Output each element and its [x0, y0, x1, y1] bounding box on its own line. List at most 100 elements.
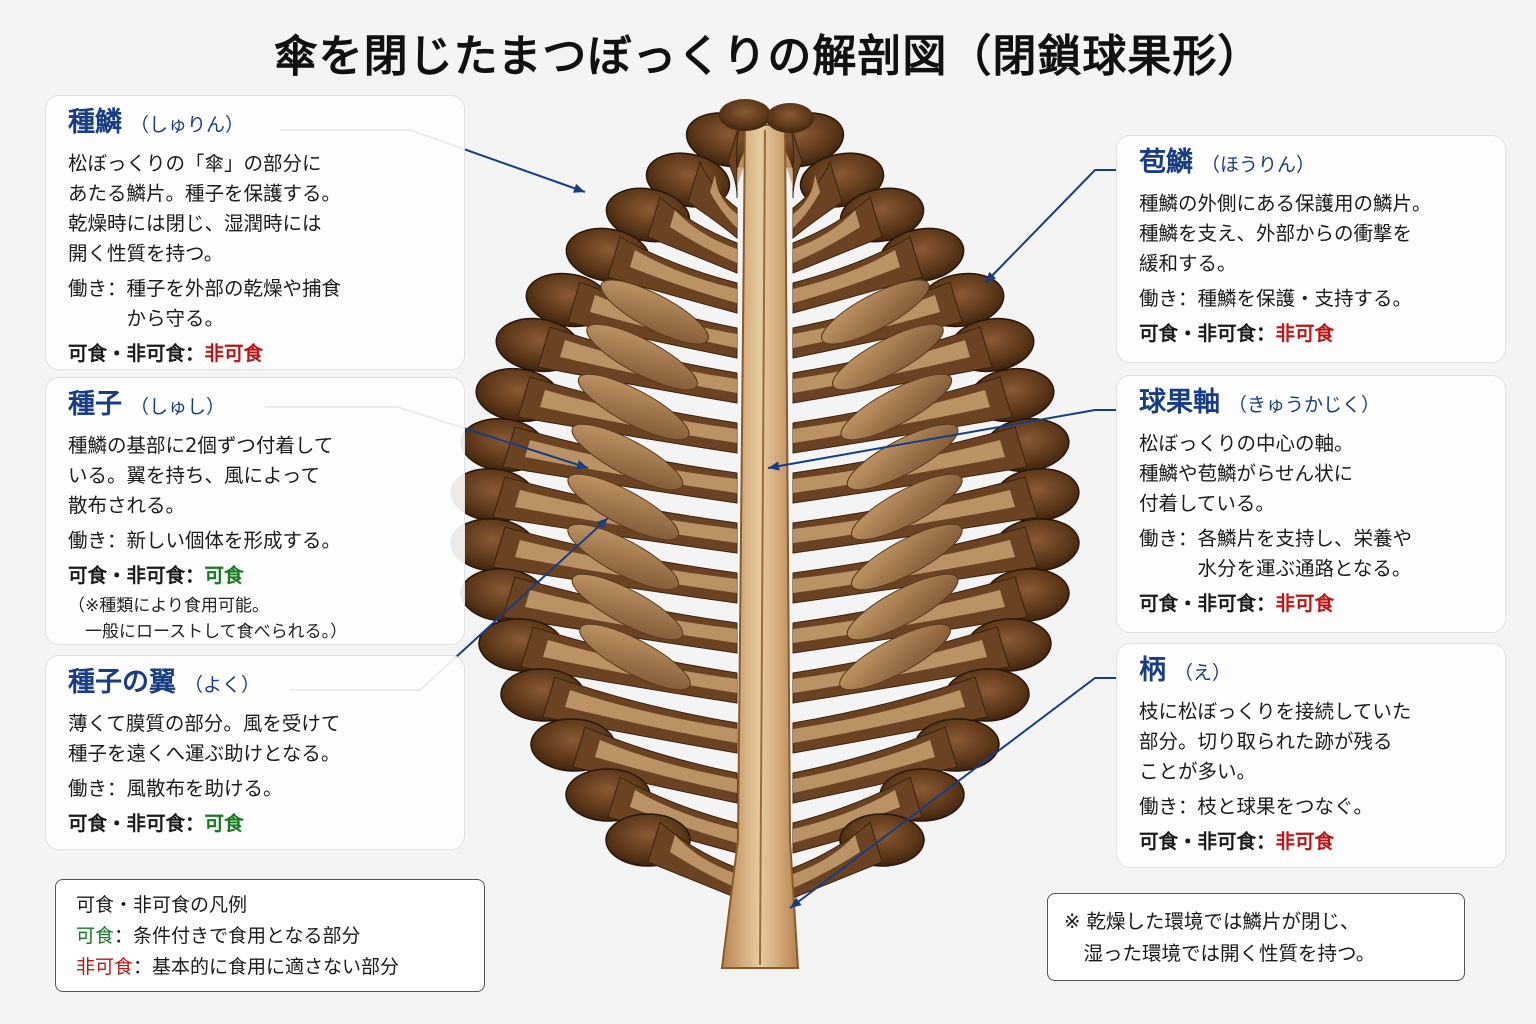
edibility-value: 非可食 [1275, 322, 1335, 345]
scale-inner-layer [710, 175, 737, 228]
bract-scale-heading: 苞鱗 （ほうりん） [1139, 146, 1487, 183]
legend-edible-term: 可食 [76, 925, 115, 947]
cone-axis-heading: 球果軸 （きゅうかじく） [1139, 386, 1487, 423]
seed-scale-description: 松ぼっくりの「傘」の部分に あたる鱗片。種子を保護する。 乾燥時には閉じ、湿潤時… [68, 152, 342, 265]
edibility-label: 可食・非可食： [1139, 322, 1276, 345]
cone-axis-name: 球果軸 [1139, 387, 1220, 418]
edibility-value: 非可食 [204, 342, 264, 365]
seed-wing-heading: 種子の翼（よく） [68, 666, 446, 703]
seed-wing-edibility: 可食・非可食：可食 [68, 809, 446, 839]
edibility-label: 可食・非可食： [1139, 830, 1276, 853]
cone-axis-reading: （きゅうかじく） [1228, 394, 1381, 416]
footnote: ※ 乾燥した環境では鱗片が閉じ、 湿った環境では開く性質を持つ。 [1047, 893, 1465, 981]
seed-description: 種鱗の基部に2個ずつ付着して いる。翼を持ち、風によって 散布される。 [68, 434, 334, 517]
function-text: 種鱗を保護・支持する。 [1197, 287, 1413, 310]
edibility-value: 非可食 [1275, 592, 1335, 615]
edibility-label: 可食・非可食： [68, 564, 205, 587]
seed-wing-description: 薄くて膜質の部分。風を受けて 種子を遠くへ運ぶ助けとなる。 [68, 712, 341, 765]
seed-shape [579, 623, 691, 691]
scale-body [792, 160, 843, 240]
leader-arrowhead [573, 183, 585, 193]
leader-arrowhead [790, 897, 802, 908]
edibility-label: 可食・非可食： [68, 342, 205, 365]
legend-inedible-desc: ：基本的に食用に適さない部分 [133, 956, 400, 978]
edibility-value: 非可食 [1275, 830, 1335, 853]
seed-scale-name: 種鱗 [68, 107, 122, 138]
leader-arrowhead [985, 271, 997, 283]
seed-wing-function: 働き：風散布を助ける。 [68, 774, 446, 804]
cone-axis-function: 働き：各鱗片を支持し、栄養や 水分を運ぶ通路となる。 [1139, 524, 1487, 584]
seed-function: 働き：新しい個体を形成する。 [68, 526, 446, 556]
scale-inner-layer [793, 835, 860, 888]
scale-inner-layer [793, 210, 860, 263]
seed-shape [846, 573, 959, 641]
leader-arrowhead [576, 460, 588, 470]
seed-note: （※種類により食用可能。 一般にローストして食べられる。） [68, 596, 348, 642]
scale-inner-layer [565, 690, 737, 743]
top-knob [766, 103, 814, 133]
seed-scale-function: 働き：種子を外部の乾燥や捕食 から守る。 [68, 274, 446, 334]
scale-inner-layer [595, 740, 737, 793]
legend-title: 可食・非可食の凡例 [76, 894, 248, 916]
function-label: 働き： [68, 277, 127, 300]
function-label: 働き： [1139, 795, 1198, 818]
stalk-name: 柄 [1139, 655, 1166, 686]
function-text: 各鱗片を支持し、栄養や 水分を運ぶ通路となる。 [1197, 527, 1413, 580]
seed-shape [577, 373, 690, 441]
seed-scale-edibility: 可食・非可食：非可食 [68, 339, 446, 369]
legend-inedible-row: 非可食：基本的に食用に適さない部分 [76, 952, 464, 983]
scale-body [687, 160, 738, 240]
edibility-legend: 可食・非可食の凡例 可食：条件付きで食用となる部分 非可食：基本的に食用に適さな… [55, 879, 485, 992]
cone-axis-edibility: 可食・非可食：非可食 [1139, 589, 1487, 619]
seed-heading: 種子 （しゅし） [68, 388, 446, 425]
seed-shape [821, 279, 930, 345]
legend-edible-desc: ：条件付きで食用となる部分 [114, 925, 361, 947]
bract-scale-reading: （ほうりん） [1201, 154, 1316, 176]
seed-shape [567, 523, 680, 591]
function-label: 働き： [68, 529, 127, 552]
function-text: 風散布を助ける。 [126, 777, 283, 800]
function-text: 種子を外部の乾燥や捕食 から守る。 [126, 277, 342, 330]
top-knob [719, 99, 771, 131]
card-cone-axis: 球果軸 （きゅうかじく） 松ぼっくりの中心の軸。 種鱗や苞鱗がらせん状に 付着して… [1116, 375, 1506, 633]
stalk-heading: 柄 （え） [1139, 654, 1487, 691]
seed-shape [571, 423, 684, 491]
axis-pith-line [759, 129, 766, 966]
card-stalk: 柄（え） 枝に松ぼっくりを接続していた 部分。切り取られた跡が残る ことが多い。… [1116, 643, 1506, 868]
scale-inner-layer [630, 790, 737, 843]
bract-scale-description: 種鱗の外側にある保護用の鱗片。 種鱗を支え、外部からの衝撃を 緩和する。 [1139, 192, 1432, 275]
seed-wing-name: 種子の翼 [68, 667, 176, 698]
scale-inner-layer [630, 250, 737, 303]
seed-shape [839, 623, 951, 691]
seed-shape [846, 423, 959, 491]
seed-shape [850, 523, 963, 591]
scale-inner-layer [793, 690, 965, 743]
legend-inedible-term: 非可食 [76, 956, 134, 978]
scale-inner-layer [793, 175, 820, 228]
seed-scale-reading: （しゅりん） [130, 114, 245, 136]
function-text: 枝と球果をつなぐ。 [1197, 795, 1374, 818]
bract-scale-name: 苞鱗 [1139, 147, 1193, 178]
seed-shape [840, 373, 953, 441]
scale-inner-layer [670, 835, 737, 888]
seed-shape [832, 323, 944, 391]
cone-axis-description: 松ぼっくりの中心の軸。 種鱗や苞鱗がらせん状に 付着している。 [1139, 432, 1354, 515]
stalk-reading: （え） [1174, 662, 1232, 684]
edibility-value: 可食 [204, 812, 244, 835]
cone-body [450, 99, 1080, 969]
seed-name: 種子 [68, 389, 122, 420]
seed-reading: （しゅし） [130, 396, 226, 418]
bract-scale-edibility: 可食・非可食：非可食 [1139, 319, 1487, 349]
card-seed-wing: 種子の翼（よく） 薄くて膜質の部分。風を受けて 種子を遠くへ運ぶ助けとなる。 働… [45, 655, 465, 850]
function-label: 働き： [1139, 287, 1198, 310]
seed-scale-heading: 種鱗 （しゅりん） [68, 106, 446, 143]
legend-edible-row: 可食：条件付きで食用となる部分 [76, 921, 464, 952]
bract-scale-function: 働き：種鱗を保護・支持する。 [1139, 284, 1487, 314]
seed-shape [850, 473, 963, 541]
leader-arrowhead [768, 461, 780, 471]
edibility-value: 可食 [204, 564, 244, 587]
seed-shape [586, 323, 698, 391]
function-label: 働き： [1139, 527, 1198, 550]
leader-arrowhead [596, 518, 608, 529]
